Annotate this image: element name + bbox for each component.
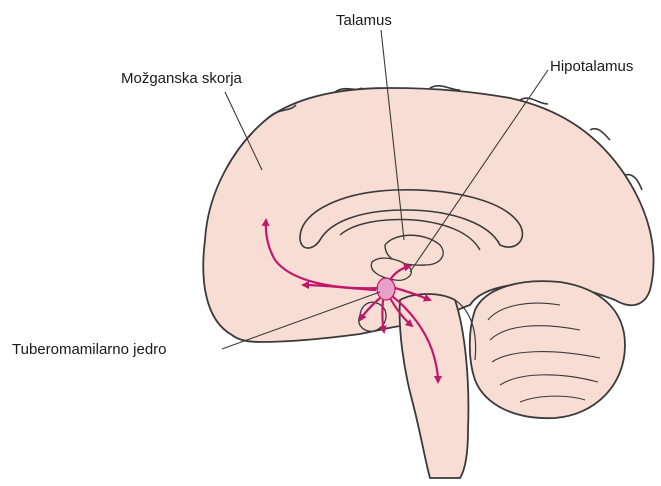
cerebellum	[470, 281, 625, 418]
label-hypothalamus: Hipotalamus	[550, 58, 633, 76]
brainstem	[400, 294, 469, 478]
label-thalamus: Talamus	[336, 12, 392, 30]
label-cerebral-cortex: Možganska skorja	[121, 70, 242, 88]
label-tuberomammillary-nucleus: Tuberomamilarno jedro	[12, 341, 167, 359]
